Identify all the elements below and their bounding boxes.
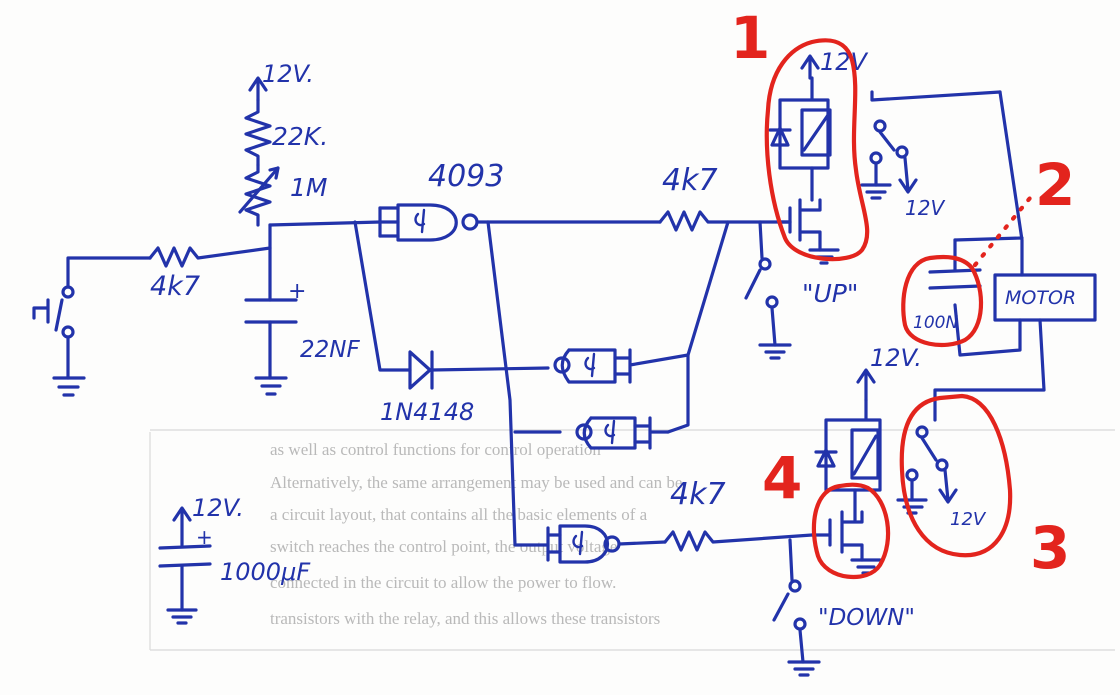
motor-box	[993, 273, 1097, 322]
label-bulk-12v: 12V.	[192, 494, 244, 522]
label-bulk-plus: +	[196, 525, 213, 549]
down-switch: "DOWN"	[772, 538, 915, 677]
label-pot-1m: 1M	[290, 173, 327, 202]
wire-cross-1	[666, 353, 690, 434]
label-down: "DOWN"	[818, 605, 915, 631]
label-r-22k: 22K.	[272, 122, 328, 151]
resistor-down: 4k7	[663, 477, 814, 552]
nand-gate-middle-1	[553, 348, 690, 384]
dotted-pointer	[972, 195, 1033, 268]
background-line-5: connected in the circuit to allow the po…	[270, 573, 616, 592]
annotation-3: 3	[899, 393, 1070, 582]
nand-gate-middle-2	[575, 416, 670, 450]
label-relay1-12v: 12V	[820, 48, 869, 76]
label-1n4148: 1N4148	[380, 398, 474, 426]
annotation-1: 1	[730, 4, 870, 262]
callout-2: 2	[1035, 151, 1075, 219]
timing-network: 12V. 22K. 1M + 22NF	[238, 60, 360, 396]
label-switch2-12v: 12V	[950, 509, 987, 530]
callout-1: 1	[730, 4, 770, 72]
annotation-4: 4	[762, 444, 891, 580]
label-cap-plus: +	[288, 279, 306, 304]
wire-motor-top	[998, 90, 1024, 277]
relay-up-contacts: 12V	[860, 90, 1002, 220]
wire-cross-2	[686, 220, 730, 357]
input-push-button	[32, 256, 152, 397]
label-switch1-12v: 12V	[905, 196, 945, 220]
ground-symbol	[758, 343, 792, 360]
diode-1n4148: 1N4148	[380, 350, 550, 426]
nand-gate-down	[546, 524, 667, 564]
ground-symbol	[166, 608, 198, 625]
wire-cap-top	[953, 236, 1024, 242]
label-4093: 4093	[428, 159, 504, 194]
label-up: "UP"	[802, 279, 858, 308]
background-page: as well as control functions for control…	[149, 429, 1115, 651]
callout-4: 4	[762, 444, 802, 512]
wire-diode-branch	[353, 220, 412, 372]
label-supply-12v: 12V.	[262, 60, 314, 88]
label-cap-22nf: 22NF	[300, 337, 360, 363]
relay-up: 12V	[768, 48, 869, 265]
resistor-input: 4k7	[148, 246, 272, 302]
nand-gate-main: 4093	[378, 159, 662, 242]
wire-motor-bottom	[933, 318, 1046, 422]
label-bulk-1000uf: 1000μF	[220, 558, 311, 586]
background-line-1: as well as control functions for control…	[270, 440, 601, 459]
up-switch: "UP"	[744, 220, 858, 360]
bulk-capacitor: 12V. + 1000μF	[158, 494, 311, 625]
label-cap-100n: 100N	[913, 313, 958, 333]
ground-symbol	[860, 183, 892, 200]
label-r-down: 4k7	[670, 477, 726, 512]
ground-symbol	[896, 498, 928, 515]
background-line-3: a circuit layout, that contains all the …	[270, 505, 648, 524]
label-r-input: 4k7	[150, 271, 200, 302]
wire-cap-bottom	[953, 303, 1022, 357]
label-relay2-12v: 12V.	[870, 344, 922, 372]
wire-output-bus	[486, 220, 550, 547]
background-line-2: Alternatively, the same arrangement may …	[270, 473, 682, 492]
relay-down: 12V.	[810, 344, 922, 575]
background-line-4: switch reaches the control point, the ou…	[270, 537, 617, 556]
label-motor: MOTOR	[1005, 287, 1076, 309]
background-line-6: transistors with the relay, and this all…	[270, 609, 660, 628]
capacitor-100n: 100N	[913, 268, 982, 333]
ground-symbol	[787, 660, 821, 677]
annotation-2: 2	[901, 151, 1075, 348]
ground-symbol	[254, 376, 288, 396]
wire-node	[268, 220, 382, 227]
relay-coil	[800, 108, 832, 157]
resistor-up: 4k7	[658, 163, 792, 232]
ground-symbol	[52, 376, 86, 397]
label-r-up: 4k7	[662, 163, 718, 198]
relay-coil	[850, 428, 880, 480]
motor: MOTOR	[993, 273, 1097, 322]
callout-3: 3	[1030, 514, 1070, 582]
